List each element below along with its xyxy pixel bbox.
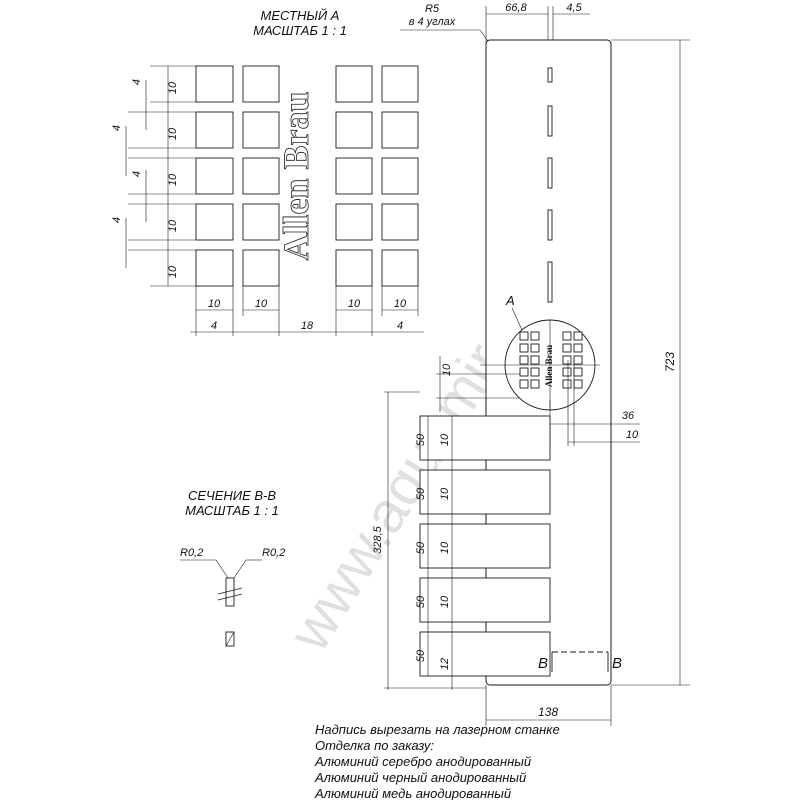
dim-row: 10 — [167, 127, 179, 140]
edge-radius-right: R0,2 — [262, 547, 285, 559]
detail-square — [335, 111, 373, 149]
big-slot — [419, 631, 551, 677]
detail-bottom-dims: 10 10 10 10 4 18 4 — [190, 286, 424, 336]
panel-big-slots — [419, 415, 551, 677]
section-b-left: B — [538, 655, 548, 672]
detail-a-callout: A Allen Brau — [480, 293, 600, 411]
dim-gap-10: 10 — [439, 487, 451, 500]
dim-stack-total: 328,5 — [372, 525, 384, 553]
big-slot — [419, 577, 551, 623]
dim-gap: 4 — [131, 79, 143, 85]
slot — [547, 209, 553, 241]
detail-square — [242, 249, 280, 287]
detail-square — [242, 111, 280, 149]
panel-slots — [547, 67, 553, 303]
logo-text: Allen Brau — [276, 91, 316, 260]
notes-block: Надпись вырезать на лазерном станке Отде… — [314, 722, 560, 800]
detail-square — [381, 65, 419, 103]
dim-bottom-12: 12 — [439, 658, 451, 670]
section-b-right: B — [612, 655, 622, 672]
detail-square — [195, 203, 234, 241]
detail-square — [381, 203, 419, 241]
corner-radius: R5 — [425, 3, 440, 15]
detail-scale: МАСШТАБ 1 : 1 — [253, 23, 347, 38]
dim-gap: 4 — [111, 125, 123, 131]
panel-view: R5 в 4 углах 66,8 4,5 A — [372, 2, 690, 726]
dim-row: 10 — [167, 173, 179, 186]
note-line: Алюминий черный анодированный — [314, 770, 526, 785]
dim-col: 10 — [394, 298, 407, 310]
slot — [547, 261, 553, 303]
big-slot — [419, 415, 551, 461]
detail-square — [242, 65, 280, 103]
dim-col: 10 — [255, 298, 268, 310]
detail-left-dims: 10 10 10 10 10 4 4 4 4 — [111, 65, 196, 287]
dim-top-right: 4,5 — [566, 2, 582, 14]
detail-square — [335, 203, 373, 241]
big-slot — [419, 469, 551, 515]
dim-gap: 4 — [131, 171, 143, 177]
detail-square — [195, 249, 234, 287]
detail-square — [381, 249, 419, 287]
detail-square — [195, 111, 234, 149]
dim-row: 10 — [167, 81, 179, 94]
detail-square — [381, 111, 419, 149]
dim-36: 36 — [622, 410, 635, 422]
dim-gap-10: 10 — [439, 595, 451, 608]
dim-gap-10: 10 — [439, 433, 451, 446]
dim-top-left: 66,8 — [505, 2, 527, 14]
dim-row: 10 — [167, 219, 179, 232]
dim-col: 10 — [348, 298, 361, 310]
big-slot — [419, 523, 551, 569]
slot — [547, 157, 553, 189]
dim-row: 10 — [167, 265, 179, 278]
callout-a-label: A — [505, 293, 515, 308]
dim-gap-10: 10 — [439, 541, 451, 554]
dim-slot: 50 — [415, 541, 427, 554]
detail-square — [335, 249, 373, 287]
dim-slot: 50 — [415, 487, 427, 500]
section-marker-bb: B B — [538, 651, 622, 672]
dim-gap: 4 — [111, 217, 123, 223]
detail-square — [195, 157, 234, 195]
dim-bottom-right: 4 — [397, 320, 403, 332]
callout-logo-text: Allen Brau — [544, 345, 554, 387]
note-line: Надпись вырезать на лазерном станке — [315, 722, 560, 737]
slot — [547, 105, 553, 137]
dim-10-right: 10 — [626, 429, 639, 441]
detail-square — [242, 203, 280, 241]
dim-col: 10 — [208, 298, 221, 310]
detail-square — [335, 65, 373, 103]
dim-slot: 50 — [415, 649, 427, 662]
note-line: Алюминий серебро анодированный — [314, 754, 531, 769]
detail-square — [195, 65, 234, 103]
dim-10-top: 10 — [441, 363, 453, 376]
slot — [547, 67, 553, 83]
detail-title: МЕСТНЫЙ А — [261, 7, 340, 23]
section-bb-view: СЕЧЕНИЕ B-B МАСШТАБ 1 : 1 R0,2 R0,2 — [180, 488, 285, 647]
detail-square — [242, 157, 280, 195]
dim-bottom-mid: 18 — [301, 320, 314, 332]
detail-squares-grid — [195, 65, 419, 287]
note-line: Отделка по заказу: — [315, 738, 434, 753]
detail-square — [335, 157, 373, 195]
edge-radius-left: R0,2 — [180, 547, 203, 559]
dim-bottom-left: 4 — [211, 320, 217, 332]
detail-square — [381, 157, 419, 195]
section-scale: МАСШТАБ 1 : 1 — [185, 503, 279, 518]
dim-width: 138 — [538, 705, 558, 719]
note-line: Алюминий медь анодированный — [314, 786, 511, 800]
dim-slot: 50 — [415, 433, 427, 446]
section-title: СЕЧЕНИЕ B-B — [188, 488, 276, 503]
dim-slot: 50 — [415, 595, 427, 608]
corner-note: в 4 углах — [409, 16, 456, 28]
detail-a-view: МЕСТНЫЙ А МАСШТАБ 1 : 1 — [111, 7, 424, 336]
dim-height: 723 — [663, 352, 677, 372]
